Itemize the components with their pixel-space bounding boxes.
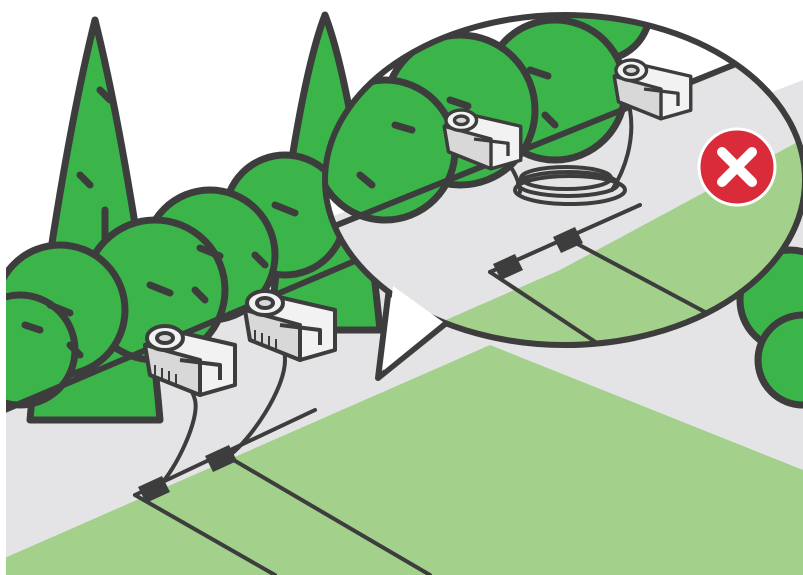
wire-pegs [138, 445, 237, 503]
close-x-icon [697, 127, 777, 207]
charging-clip-1 [143, 324, 237, 397]
lawn [6, 345, 803, 575]
trees [6, 11, 384, 424]
charging-clip-2 [243, 289, 337, 362]
